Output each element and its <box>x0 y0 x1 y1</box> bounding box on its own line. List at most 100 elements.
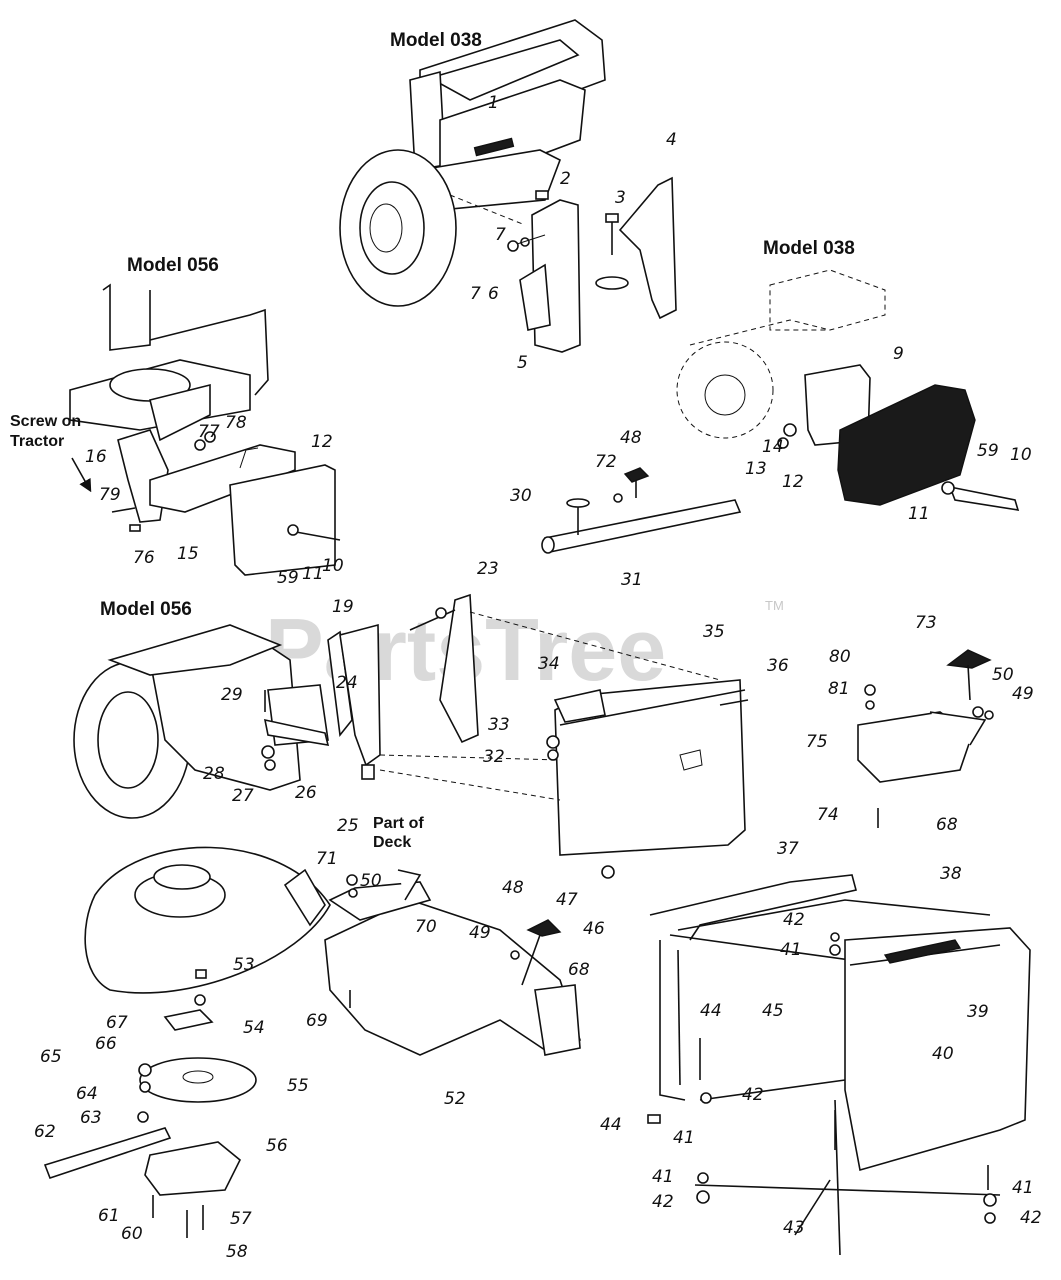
callout-48a: 48 <box>620 428 642 448</box>
callout-31: 31 <box>621 570 643 590</box>
callout-63: 63 <box>80 1108 102 1128</box>
callout-61: 61 <box>98 1206 120 1226</box>
callout-44b: 44 <box>600 1115 622 1135</box>
callout-68a: 68 <box>568 960 590 980</box>
callout-43: 43 <box>783 1218 805 1238</box>
part-of-deck-note-line2: Deck <box>373 834 411 851</box>
callout-34: 34 <box>538 654 560 674</box>
callout-69: 69 <box>306 1011 328 1031</box>
model-056-top-title: Model 056 <box>127 255 219 276</box>
bag-frame <box>647 874 1031 1256</box>
callout-24: 24 <box>336 673 358 693</box>
callout-36: 36 <box>767 656 789 676</box>
callout-41b: 41 <box>673 1128 695 1148</box>
callout-62: 62 <box>34 1122 56 1142</box>
callout-72: 72 <box>595 452 617 472</box>
callout-40: 40 <box>932 1044 954 1064</box>
callout-29: 29 <box>221 685 243 705</box>
callout-35: 35 <box>703 622 725 642</box>
callout-10b: 10 <box>1010 445 1032 465</box>
callout-57: 57 <box>230 1209 252 1229</box>
mount-bracket-4 <box>618 176 677 320</box>
callout-78: 78 <box>225 413 247 433</box>
model-056-tractor-mid <box>73 624 330 819</box>
callout-11a: 11 <box>302 564 324 584</box>
callout-28: 28 <box>203 764 225 784</box>
callout-53: 53 <box>233 955 255 975</box>
callout-65: 65 <box>40 1047 62 1067</box>
callout-14: 14 <box>762 437 784 457</box>
mount-bracket-5 <box>519 199 581 353</box>
callout-60: 60 <box>121 1224 143 1244</box>
screw-on-tractor-note-line2: Tractor <box>10 433 64 450</box>
model-038-tractor-top <box>339 19 606 307</box>
brackets-19-23-24 <box>327 593 479 780</box>
callout-79: 79 <box>99 485 121 505</box>
callout-1: 1 <box>488 93 499 113</box>
model-056-mid-title: Model 056 <box>100 599 192 620</box>
callout-30: 30 <box>510 486 532 506</box>
callout-42a: 42 <box>783 910 805 930</box>
callout-74: 74 <box>817 805 839 825</box>
callout-39: 39 <box>967 1002 989 1022</box>
callout-59a: 59 <box>277 568 299 588</box>
callout-44a: 44 <box>700 1001 722 1021</box>
callout-2: 2 <box>560 169 571 189</box>
callout-10a: 10 <box>322 556 344 576</box>
callout-75: 75 <box>806 732 828 752</box>
callout-33: 33 <box>488 715 510 735</box>
watermark-trademark: TM <box>765 598 784 613</box>
callout-59b: 59 <box>977 441 999 461</box>
callout-42c: 42 <box>652 1192 674 1212</box>
callout-68b: 68 <box>936 815 958 835</box>
callout-7b: 7 <box>470 284 481 304</box>
callout-37: 37 <box>777 839 799 859</box>
callout-50b: 50 <box>360 871 382 891</box>
callout-9: 9 <box>893 344 904 364</box>
callout-15: 15 <box>177 544 199 564</box>
callout-26: 26 <box>295 783 317 803</box>
callout-81: 81 <box>828 679 850 699</box>
callout-12a: 12 <box>311 432 333 452</box>
callout-49b: 49 <box>469 923 491 943</box>
callout-4: 4 <box>666 130 677 150</box>
chute-52 <box>324 869 582 1056</box>
callout-41d: 41 <box>1012 1178 1034 1198</box>
callout-19: 19 <box>332 597 354 617</box>
callout-7a: 7 <box>495 225 506 245</box>
callout-16: 16 <box>85 447 107 467</box>
hardware-2-6-7 <box>507 190 549 252</box>
model-038-top-title: Model 038 <box>390 30 482 51</box>
callout-48b: 48 <box>502 878 524 898</box>
callout-41c: 41 <box>652 1167 674 1187</box>
callout-25: 25 <box>337 816 359 836</box>
callout-54: 54 <box>243 1018 265 1038</box>
callout-46: 46 <box>583 919 605 939</box>
callout-50a: 50 <box>992 665 1014 685</box>
callout-3: 3 <box>615 188 626 208</box>
deck-and-spindle <box>43 846 331 1238</box>
screw-on-tractor-note-line1: Screw on <box>10 413 81 430</box>
callout-71: 71 <box>316 849 338 869</box>
callout-55: 55 <box>287 1076 309 1096</box>
callout-27: 27 <box>232 786 254 806</box>
callout-38: 38 <box>940 864 962 884</box>
model-056-tractor-weight <box>69 283 341 576</box>
callout-80: 80 <box>829 647 851 667</box>
callout-47: 47 <box>556 890 578 910</box>
callout-5: 5 <box>517 353 528 373</box>
callout-70: 70 <box>415 917 437 937</box>
callout-23: 23 <box>477 559 499 579</box>
callout-32: 32 <box>483 747 505 767</box>
model-038-tractor-weight <box>676 269 1020 511</box>
callout-45: 45 <box>762 1001 784 1021</box>
callout-labels: 1 2 3 4 7 7 6 5 9 14 13 12 59 10 11 48 7… <box>34 93 1042 1262</box>
callout-11b: 11 <box>908 504 930 524</box>
callout-13: 13 <box>745 459 767 479</box>
shaft-31 <box>541 467 742 554</box>
callout-6: 6 <box>488 284 499 304</box>
part-of-deck-note-line1: Part of <box>373 815 424 832</box>
callout-66: 66 <box>95 1034 117 1054</box>
callout-64: 64 <box>76 1084 98 1104</box>
